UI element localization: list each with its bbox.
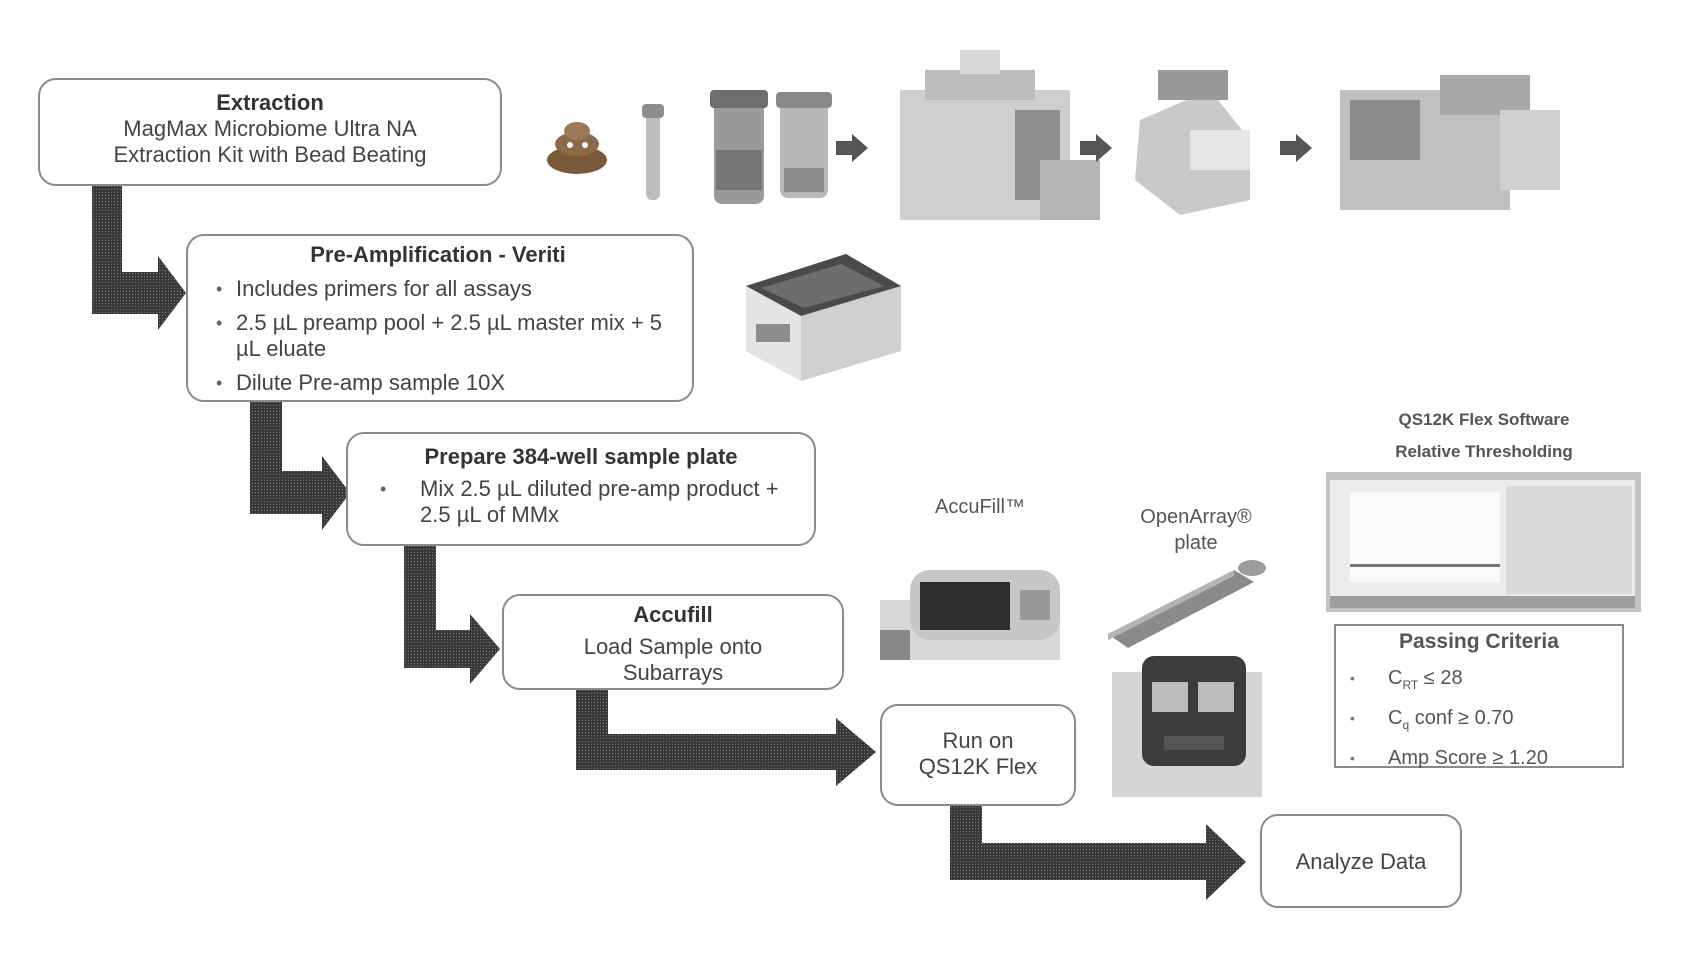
liquid-handler-image	[1340, 75, 1560, 210]
magnetic-processor-image	[1135, 70, 1250, 215]
criteria-condition: Amp Score ≥ 1.20	[1388, 747, 1548, 769]
criteria-item-cq-conf: Cq conf ≥ 0.70	[1336, 702, 1622, 742]
openarray-plate-image	[1104, 552, 1284, 662]
criteria-item-amp-score: Amp Score ≥ 1.20	[1336, 742, 1622, 775]
bead-beater-instrument-image	[900, 50, 1100, 220]
prepare-plate-step-box: Prepare 384-well sample plate Mix 2.5 µL…	[346, 432, 816, 546]
accufill-step-line2: Subarrays	[504, 660, 842, 686]
passing-criteria-box: Passing Criteria CRT ≤ 28 Cq conf ≥ 0.70…	[1334, 624, 1624, 768]
criteria-symbol: C	[1388, 667, 1402, 689]
run-step-line2: QS12K Flex	[882, 754, 1074, 780]
preamp-step-box: Pre-Amplification - Veriti Includes prim…	[186, 234, 694, 402]
preamp-bullet: 2.5 µL preamp pool + 2.5 µL master mix +…	[204, 310, 672, 362]
accufill-step-line1: Load Sample onto	[504, 634, 842, 660]
openarray-label-line1: OpenArray®	[1106, 504, 1286, 530]
accufill-step-box: Accufill Load Sample onto Subarrays	[502, 594, 844, 690]
software-screenshot-image	[1326, 472, 1641, 612]
analyze-data-step-box: Analyze Data	[1260, 814, 1462, 908]
software-label: QS12K Flex Software Relative Thresholdin…	[1306, 404, 1662, 468]
criteria-condition: conf ≥ 0.70	[1409, 707, 1513, 729]
extraction-step-box: Extraction MagMax Microbiome Ultra NA Ex…	[38, 78, 502, 186]
accufill-step-title: Accufill	[504, 602, 842, 628]
qs12k-flex-instrument-image	[1104, 652, 1274, 802]
preamp-bullet: Includes primers for all assays	[204, 276, 672, 302]
small-arrow-icon	[1080, 134, 1112, 162]
accufill-instrument-image	[870, 560, 1070, 670]
criteria-item-crt: CRT ≤ 28	[1336, 662, 1622, 702]
run-qs12k-step-box: Run on QS12K Flex	[880, 704, 1076, 806]
accufill-device-label: AccuFill™	[900, 494, 1060, 520]
preamp-step-title: Pre-Amplification - Veriti	[204, 242, 672, 268]
software-label-line1: QS12K Flex Software	[1306, 404, 1662, 436]
openarray-plate-label: OpenArray® plate	[1106, 504, 1286, 556]
small-arrow-icon	[836, 134, 868, 162]
preamp-bullet-list: Includes primers for all assays 2.5 µL p…	[204, 276, 672, 396]
extraction-step-title: Extraction	[40, 90, 500, 116]
software-label-line2: Relative Thresholding	[1306, 436, 1662, 468]
criteria-condition: ≤ 28	[1418, 667, 1462, 689]
criteria-symbol: C	[1388, 707, 1402, 729]
openarray-label-line2: plate	[1106, 530, 1286, 556]
run-step-line1: Run on	[882, 728, 1074, 754]
prepare-plate-step-title: Prepare 384-well sample plate	[368, 444, 794, 470]
extraction-step-line2: Extraction Kit with Bead Beating	[40, 142, 500, 168]
prepare-plate-bullet-list: Mix 2.5 µL diluted pre-amp product + 2.5…	[368, 476, 794, 528]
passing-criteria-list: CRT ≤ 28 Cq conf ≥ 0.70 Amp Score ≥ 1.20	[1336, 662, 1622, 775]
bead-tube-icon	[776, 92, 832, 198]
veriti-thermal-cycler-image	[726, 246, 906, 386]
extraction-step-line1: MagMax Microbiome Ultra NA	[40, 116, 500, 142]
preamp-bullet: Dilute Pre-amp sample 10X	[204, 370, 672, 396]
small-arrow-icon	[1280, 134, 1312, 162]
criteria-subscript: RT	[1402, 678, 1418, 692]
stool-sample-icon	[547, 122, 607, 174]
swab-tube-icon	[642, 104, 664, 200]
sample-tube-icon	[710, 90, 768, 204]
analyze-data-label: Analyze Data	[1262, 849, 1460, 875]
prepare-plate-bullet: Mix 2.5 µL diluted pre-amp product + 2.5…	[368, 476, 794, 528]
passing-criteria-title: Passing Criteria	[1336, 630, 1622, 654]
